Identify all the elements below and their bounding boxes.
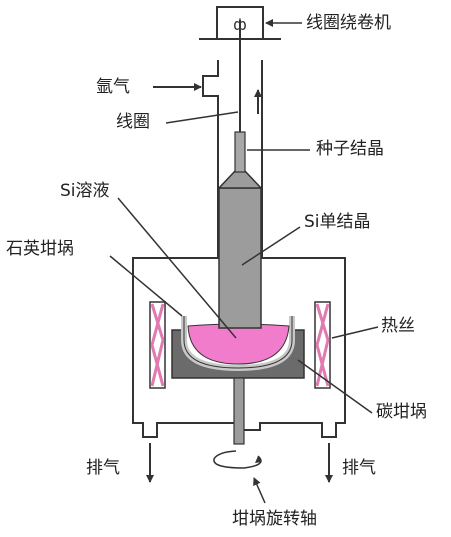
rotation-arrow [213,450,262,469]
label-coil: 线圈 [116,112,150,132]
label-seed: 种子结晶 [316,139,384,159]
leader-carbon [297,359,373,414]
leader-si-solution [117,197,237,339]
leader-si-crystal [241,226,301,266]
heater-right [314,301,331,389]
label-si-crystal: Si单结晶 [304,212,371,232]
label-si-solution: Si溶液 [60,181,110,201]
seed-crystal [234,131,246,173]
leader-coil [165,111,239,124]
label-carbon-crucible: 碳坩埚 [376,402,427,422]
crystal-cone [217,169,263,189]
si-melt [187,323,290,365]
heater-left [149,301,166,389]
label-exhaust-left: 排气 [86,458,120,478]
label-exhaust-right: 排气 [342,458,376,478]
leader-quartz [109,255,183,317]
label-winder: 线圈绕卷机 [306,13,391,33]
label-quartz-crucible: 石英坩埚 [6,239,74,259]
leader-shaft [253,477,266,504]
label-argon: 氩气 [96,77,130,97]
label-rotation-shaft: 坩埚旋转轴 [232,509,317,529]
chamber-outline [132,60,346,438]
leader-heater [331,326,379,339]
rotation-shaft [233,377,245,445]
label-heater: 热丝 [381,316,415,336]
si-crystal [218,187,262,329]
